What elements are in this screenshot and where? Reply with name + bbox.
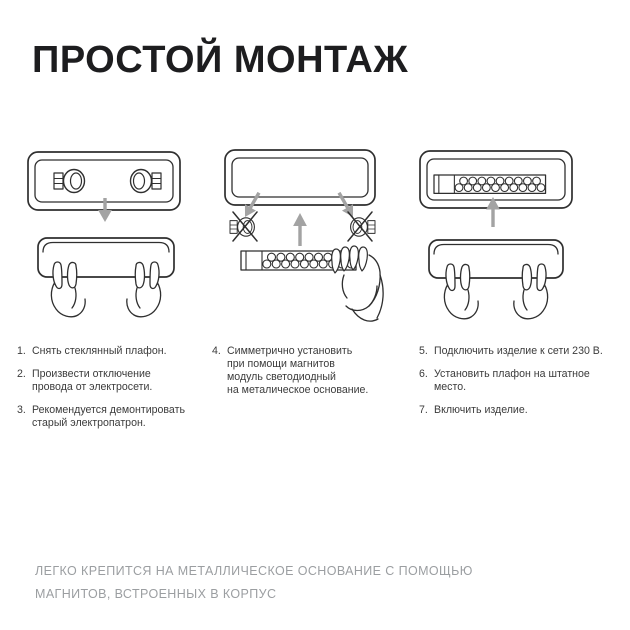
step-text: Снять стеклянный плафон.	[32, 345, 167, 357]
hand-icon	[513, 263, 549, 320]
step-text: Произвести отключение провода от электро…	[32, 368, 153, 393]
step-number: 6.	[419, 368, 428, 380]
step-number: 1.	[17, 345, 26, 357]
panel-2-install-led-module	[220, 149, 388, 349]
step-number: 3.	[17, 404, 26, 416]
step-item: 6. Установить плафон на штатное место.	[419, 368, 625, 394]
arrow-down-icon	[98, 198, 112, 222]
arrow-diagonal-left-icon	[244, 191, 261, 217]
arrow-up-icon	[486, 197, 500, 227]
step-item: 4. Симметрично установить при помощи маг…	[212, 345, 414, 397]
lamp-socket-icon	[53, 168, 86, 194]
step-item: 3. Рекомендуется демонтировать старый эл…	[17, 404, 213, 430]
step-number: 5.	[419, 345, 428, 357]
steps-column-2: 4. Симметрично установить при помощи маг…	[212, 345, 414, 407]
panel-3-reinstall-diffuser	[417, 149, 575, 324]
fixture-base-empty	[224, 149, 376, 206]
steps-column-3: 5. Подключить изделие к сети 230 В. 6. У…	[419, 345, 625, 427]
step-item: 5. Подключить изделие к сети 230 В.	[419, 345, 625, 358]
hand-icon	[443, 263, 479, 320]
fixture-base-with-led-module	[419, 150, 573, 209]
footer-note: ЛЕГКО КРЕПИТСЯ НА МЕТАЛЛИЧЕСКОЕ ОСНОВАНИ…	[35, 564, 473, 601]
removed-socket-crossed-icon	[230, 212, 257, 241]
gripping-hand-icon	[331, 245, 384, 322]
lamp-socket-icon	[129, 168, 162, 194]
step-item: 1. Снять стеклянный плафон.	[17, 345, 213, 358]
steps-column-1: 1. Снять стеклянный плафон. 2. Произвест…	[17, 345, 213, 440]
step-text: Включить изделие.	[434, 404, 528, 416]
page-title: ПРОСТОЙ МОНТАЖ	[32, 39, 409, 81]
arrow-up-icon	[293, 213, 307, 246]
step-item: 2. Произвести отключение провода от элек…	[17, 368, 213, 394]
hand-icon	[50, 261, 86, 318]
arrow-diagonal-right-icon	[337, 191, 354, 217]
step-text: Установить плафон на штатное место.	[434, 368, 590, 393]
led-module	[433, 174, 547, 195]
step-item: 7. Включить изделие.	[419, 404, 625, 417]
step-number: 4.	[212, 345, 221, 357]
glass-diffuser	[37, 237, 175, 278]
step-text: Симметрично установить при помощи магнит…	[227, 345, 369, 396]
glass-diffuser	[428, 239, 564, 279]
step-text: Рекомендуется демонтировать старый элект…	[32, 404, 185, 429]
step-text: Подключить изделие к сети 230 В.	[434, 345, 603, 357]
removed-socket-crossed-icon	[348, 212, 375, 241]
hand-icon	[126, 261, 162, 318]
step-number: 2.	[17, 368, 26, 380]
panel-1-remove-diffuser	[26, 149, 184, 327]
step-number: 7.	[419, 404, 428, 416]
